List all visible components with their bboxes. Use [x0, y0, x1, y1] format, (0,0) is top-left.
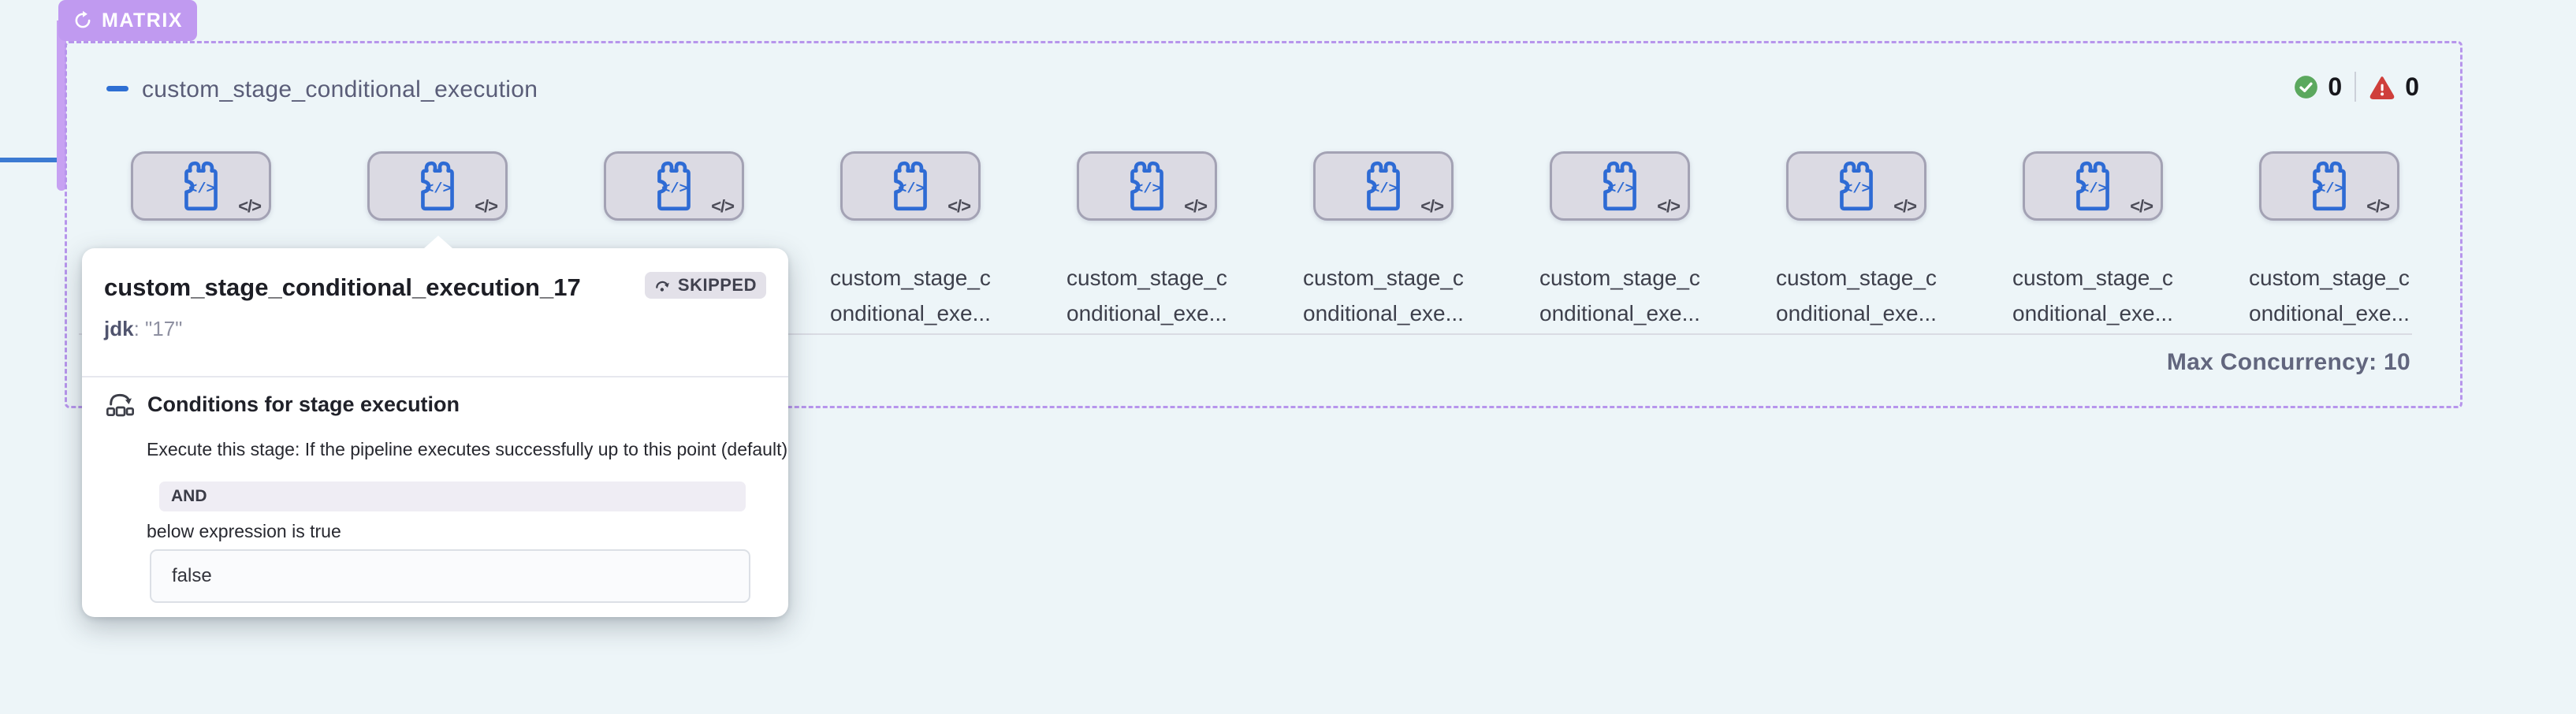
code-type-icon: </>	[1420, 196, 1444, 216]
expression-value-box: false	[150, 549, 750, 603]
conditions-header: Conditions for stage execution	[104, 389, 460, 420]
success-check-icon	[2295, 75, 2318, 99]
stage-node[interactable]: </> </>	[131, 151, 271, 221]
custom-stage-icon: </>	[184, 161, 218, 211]
stages-row: </> </> custom_stage_c onditional_exe...…	[83, 151, 2448, 331]
passed-count: 0	[2328, 72, 2343, 101]
svg-text:</>: </>	[1844, 181, 1870, 198]
variable-value: : "17"	[133, 317, 183, 340]
pipeline-connector-line	[0, 158, 63, 162]
code-type-icon: </>	[2130, 196, 2153, 216]
custom-stage-icon: </>	[2076, 161, 2109, 211]
code-type-icon: </>	[238, 196, 262, 216]
failed-count: 0	[2405, 72, 2419, 101]
matrix-badge-label: MATRIX	[102, 9, 183, 32]
stage-label: custom_stage_c onditional_exe...	[2012, 266, 2173, 325]
code-type-icon: </>	[1184, 196, 1208, 216]
svg-text:</>: </>	[2080, 181, 2106, 198]
stage-cell: </> </> custom_stage_c onditional_exe...	[2211, 151, 2448, 331]
operator-bar: AND	[159, 482, 746, 511]
stage-node[interactable]: </> </>	[1313, 151, 1454, 221]
matrix-badge-tail	[57, 20, 66, 191]
stage-node[interactable]: </> </>	[1550, 151, 1690, 221]
matrix-group-container: custom_stage_conditional_execution 0 0 <…	[65, 41, 2462, 408]
stage-label: custom_stage_c onditional_exe...	[2249, 266, 2410, 325]
variable-key: jdk	[104, 317, 134, 340]
stage-cell: </> </> custom_stage_c onditional_exe...	[1029, 151, 1265, 331]
tooltip-arrow	[424, 236, 452, 248]
svg-text:</>: </>	[188, 181, 214, 198]
conditions-heading: Conditions for stage execution	[147, 392, 460, 416]
failure-warning-icon	[2369, 76, 2395, 99]
svg-text:</>: </>	[1371, 181, 1397, 198]
code-type-icon: </>	[711, 196, 735, 216]
stages-bottom-divider	[79, 333, 2412, 335]
stage-label: custom_stage_c onditional_exe...	[1539, 266, 1700, 325]
stage-node[interactable]: </> </>	[2259, 151, 2399, 221]
stage-node[interactable]: </> </>	[2023, 151, 2163, 221]
tooltip-divider	[82, 376, 788, 377]
svg-text:</>: </>	[2317, 181, 2343, 198]
conditional-execution-icon	[106, 393, 134, 417]
stage-cell: </> </> custom_stage_c onditional_exe...	[1502, 151, 1738, 331]
stage-cell: </> </> custom_stage_c onditional_exe...	[1265, 151, 1502, 331]
custom-stage-icon: </>	[1603, 161, 1636, 211]
stage-tooltip: custom_stage_conditional_execution_17 SK…	[82, 236, 788, 617]
custom-stage-icon: </>	[1840, 161, 1873, 211]
code-type-icon: </>	[2366, 196, 2390, 216]
svg-text:</>: </>	[425, 181, 451, 198]
stage-label: custom_stage_c onditional_exe...	[830, 266, 991, 325]
expression-intro-text: below expression is true	[147, 521, 341, 541]
custom-stage-icon: </>	[1130, 161, 1163, 211]
matrix-badge[interactable]: MATRIX	[58, 0, 197, 41]
max-concurrency-label: Max Concurrency: 10	[2166, 349, 2410, 375]
custom-stage-icon: </>	[894, 161, 927, 211]
collapse-button[interactable]	[106, 86, 128, 91]
custom-stage-icon: </>	[2313, 161, 2346, 211]
stage-node[interactable]: </> </>	[1786, 151, 1926, 221]
stage-label: custom_stage_c onditional_exe...	[1067, 266, 1227, 325]
counts-divider	[2355, 72, 2357, 102]
svg-text:</>: </>	[1134, 181, 1160, 198]
stage-variable: jdk: "17"	[104, 317, 182, 341]
code-type-icon: </>	[1657, 196, 1681, 216]
custom-stage-icon: </>	[1367, 161, 1400, 211]
stage-cell: </> </> custom_stage_c onditional_exe...	[1738, 151, 1975, 331]
svg-text:</>: </>	[661, 181, 687, 198]
status-counts: 0 0	[2294, 72, 2419, 102]
status-badge: SKIPPED	[644, 272, 766, 299]
skipped-icon	[656, 281, 669, 292]
custom-stage-icon: </>	[657, 161, 691, 211]
code-type-icon: </>	[1893, 196, 1917, 216]
stage-node[interactable]: </> </>	[840, 151, 981, 221]
stage-cell: </> </> custom_stage_c onditional_exe...	[792, 151, 1029, 331]
loop-icon	[75, 10, 91, 28]
code-type-icon: </>	[947, 196, 971, 216]
stage-node[interactable]: </> </>	[1077, 151, 1217, 221]
svg-text:</>: </>	[898, 181, 924, 198]
custom-stage-icon: </>	[421, 161, 454, 211]
stage-cell: </> </> custom_stage_c onditional_exe...	[1975, 151, 2211, 331]
stage-node[interactable]: </> </>	[367, 151, 508, 221]
stage-label: custom_stage_c onditional_exe...	[1776, 266, 1937, 325]
code-type-icon: </>	[475, 196, 498, 216]
stage-node[interactable]: </> </>	[604, 151, 744, 221]
status-badge-label: SKIPPED	[677, 275, 757, 295]
default-condition-text: Execute this stage: If the pipeline exec…	[147, 439, 788, 459]
stage-label: custom_stage_c onditional_exe...	[1303, 266, 1464, 325]
tooltip-stage-title: custom_stage_conditional_execution_17	[104, 273, 581, 301]
matrix-group-title: custom_stage_conditional_execution	[142, 76, 538, 102]
svg-text:</>: </>	[1607, 181, 1633, 198]
